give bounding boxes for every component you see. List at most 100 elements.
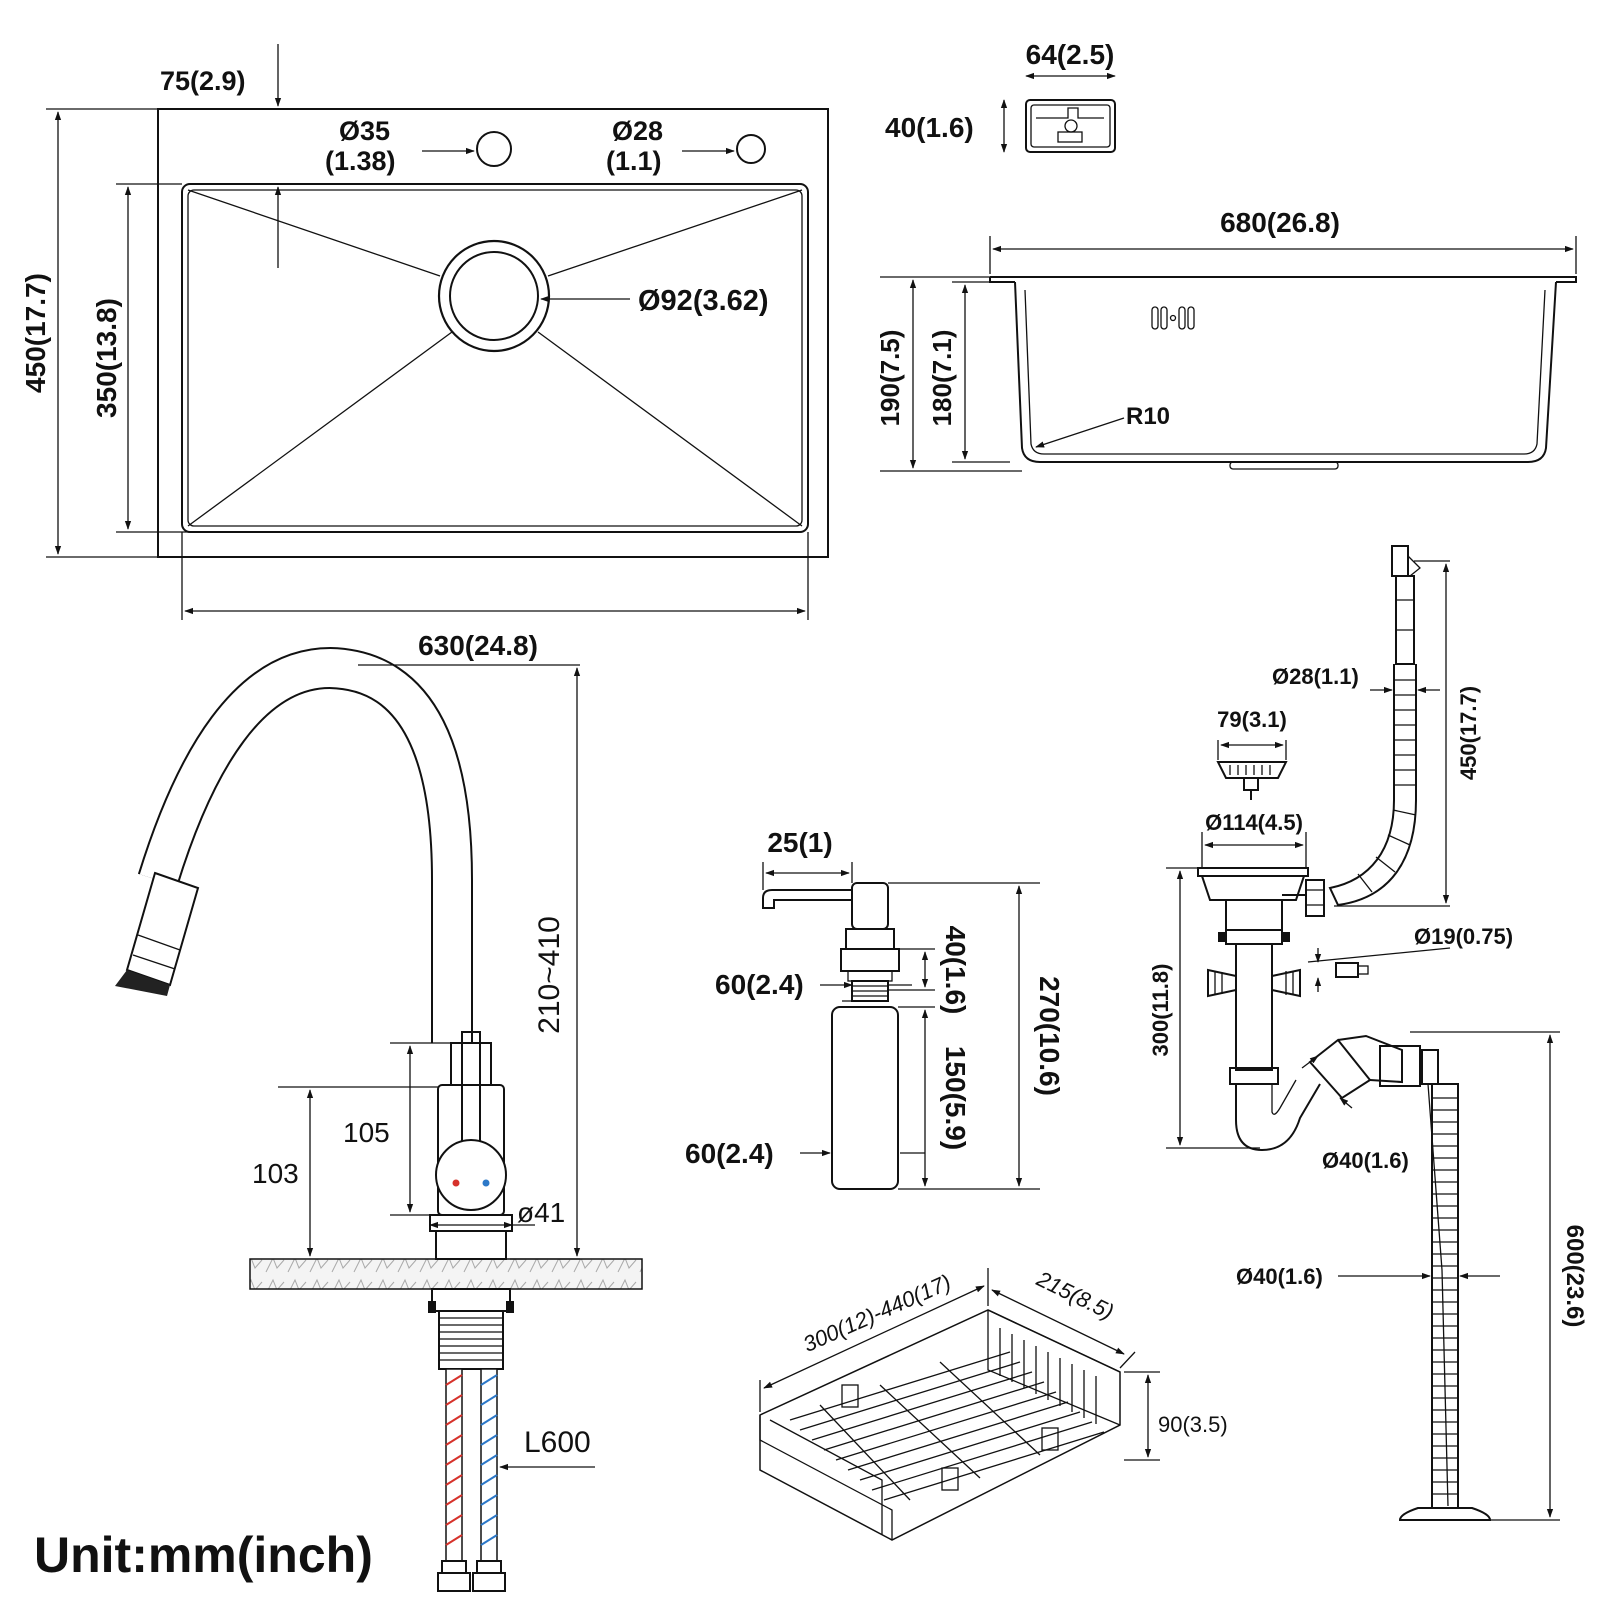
pump-body	[845, 928, 895, 950]
sink-bowl-profile	[1014, 281, 1557, 463]
drain-hose-ribs	[1432, 1097, 1458, 1495]
drain-body	[1225, 899, 1283, 931]
shank-threads	[439, 1317, 503, 1361]
overflow-slot	[1178, 306, 1186, 330]
basket-height-label: 90(3.5)	[1158, 1412, 1228, 1437]
leader-line	[1307, 947, 1451, 963]
strainer-post	[1243, 777, 1259, 791]
total-height-label: 270(10.6)	[1034, 976, 1065, 1096]
rim-dim-label: 75(2.9)	[160, 66, 246, 96]
hose-end-flange	[1398, 1507, 1492, 1521]
cold-hose-braid	[480, 1374, 498, 1546]
inner-depth-label: 180(7.1)	[927, 330, 957, 427]
soap-dispenser-drawing: 25(1) 40(1.6) 60(2.4) 150(5.9) 270(10.6)…	[685, 827, 1065, 1190]
drain-dim-label: Ø92(3.62)	[638, 285, 769, 317]
sink-flange	[990, 276, 1577, 283]
hose-diameter-label: Ø40(1.6)	[1236, 1264, 1323, 1289]
dim-line	[763, 1285, 985, 1389]
overflow-connector	[1305, 879, 1325, 917]
dim-line	[991, 1289, 1125, 1355]
cold-water-hose	[480, 1368, 498, 1562]
hole2-dim-label: Ø28	[612, 116, 663, 146]
pump-spout	[762, 889, 853, 909]
dim-arrow	[1339, 1097, 1353, 1109]
cap-height-label: 40(1.6)	[885, 112, 974, 143]
bowl-slope-line	[537, 331, 803, 527]
overflow-hose	[1328, 664, 1417, 907]
sink-bowl-outline	[181, 183, 809, 533]
cap-width-label: 64(2.5)	[1026, 39, 1115, 70]
dim-arrow	[1035, 417, 1125, 448]
basket-front-edge	[759, 1415, 893, 1540]
basket-back-edge	[987, 1310, 1121, 1426]
faucet-neck	[450, 1042, 492, 1086]
pump-head	[851, 882, 889, 930]
handle-height-label: 105	[343, 1117, 390, 1148]
basket-floor-rods	[789, 1351, 1105, 1501]
hot-water-hose	[445, 1368, 463, 1562]
overflow-slot	[1151, 306, 1159, 330]
unit-label: Unit:mm(inch)	[34, 1527, 373, 1583]
basket-length-label: 300(12)-440(17)	[799, 1269, 954, 1357]
overflow-cap-clip	[1407, 555, 1421, 577]
hose-nut	[437, 1572, 471, 1592]
inlet-plug-cap	[1357, 965, 1369, 975]
hose-nut	[472, 1572, 506, 1592]
hose-length-label: L600	[524, 1426, 591, 1459]
radius-label: R10	[1126, 403, 1170, 430]
slip-nut	[1225, 929, 1283, 945]
sink-top-view: 75(2.9) Ø35 (1.38) Ø28 (1.1) Ø92(3.62) 4…	[20, 44, 829, 661]
inner-height-label: 350(13.8)	[91, 298, 122, 418]
bowl-slope-line	[187, 331, 453, 527]
overflow-slot	[1187, 306, 1195, 330]
tailpiece	[1235, 943, 1273, 1071]
trap-elbow	[1308, 1038, 1372, 1100]
overflow-length-label: 450(17.7)	[1456, 686, 1481, 780]
inlet-plug	[1335, 962, 1359, 978]
spout-inner	[139, 648, 471, 1043]
trap-outlet-label: Ø40(1.6)	[1322, 1148, 1409, 1173]
faucet-hole	[476, 131, 512, 167]
neck-threads	[852, 985, 888, 997]
mount-bolt	[506, 1301, 514, 1313]
sink-bowl-inner-edge	[187, 189, 803, 527]
hole1-dim-label: (1.38)	[325, 146, 396, 176]
extension-line	[1119, 1351, 1136, 1369]
side-width-label: 680(26.8)	[1220, 207, 1340, 238]
hose-length-label: 600(23.6)	[1561, 1225, 1588, 1328]
drain-flange	[1197, 867, 1309, 877]
overflow-pipe-label: Ø28(1.1)	[1272, 664, 1359, 689]
hot-indicator-icon	[452, 1179, 460, 1187]
soap-bottle	[831, 1006, 899, 1190]
strainer-basket	[1216, 761, 1288, 779]
overflow-dot	[1169, 314, 1177, 322]
bottle-diameter-label: 60(2.4)	[685, 1138, 774, 1169]
cap-screw-icon	[1064, 119, 1078, 133]
trap-outlet	[1337, 1034, 1403, 1084]
overflow-cap	[1391, 545, 1409, 577]
drain-inner-ring	[449, 251, 539, 341]
faucet-lever-stem	[461, 1031, 481, 1153]
faucet-drawing: 210~410 105 103 ø41 L600	[115, 646, 643, 1592]
basket-back-slats	[999, 1328, 1097, 1424]
trap-outlet-nut	[1379, 1045, 1421, 1087]
hose-fitting	[476, 1560, 502, 1574]
basket-clip	[941, 1467, 959, 1491]
nut-tab	[1282, 932, 1290, 942]
mount-nut	[431, 1288, 511, 1312]
dim-arrow	[1301, 1055, 1319, 1069]
overflow-slot	[1160, 306, 1168, 330]
p-trap	[1235, 1083, 1321, 1152]
sink-side-view: 680(26.8) 190(7.5) 180(7.1) R10	[875, 207, 1577, 472]
faucet-handle[interactable]	[435, 1139, 507, 1211]
overflow-hose-ribs	[1357, 679, 1417, 893]
pump-ring	[847, 970, 893, 982]
outlet-connector	[1421, 1049, 1439, 1085]
spray-head-band	[132, 954, 176, 970]
nut-tab	[1218, 932, 1226, 942]
bowl-slope-line	[187, 189, 441, 277]
hole2-dim-label: (1.1)	[606, 146, 662, 176]
bottle-height-label: 150(5.9)	[940, 1046, 971, 1150]
sink-outer-outline	[157, 108, 829, 558]
